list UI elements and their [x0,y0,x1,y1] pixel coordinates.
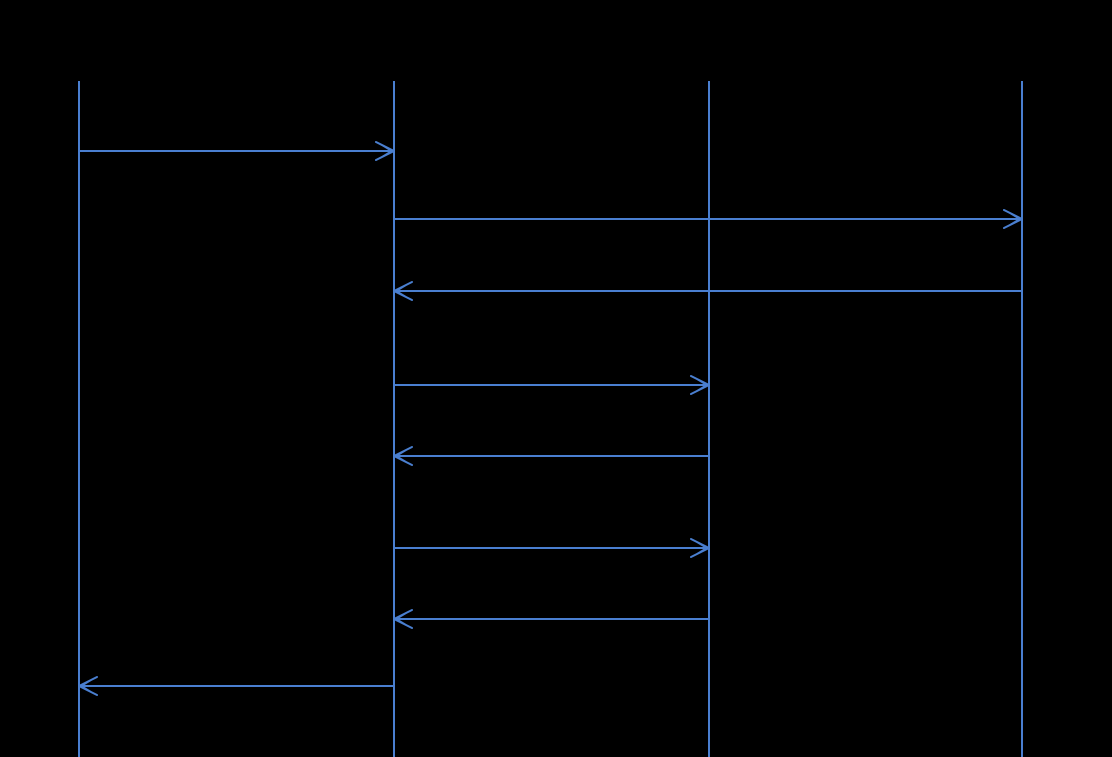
message-1 [79,141,395,161]
message-arrowhead-fill-2 [1009,213,1022,225]
messages-group [78,141,1023,696]
message-arrowhead-fill-6 [696,542,709,554]
message-2 [394,209,1023,229]
lifelines-group [78,81,1023,757]
message-4 [394,375,710,395]
message-arrowhead-fill-8 [79,680,92,692]
message-arrowhead-fill-3 [394,285,407,297]
message-arrowhead-fill-1 [381,145,394,157]
message-5 [393,446,709,466]
message-3 [393,281,1022,301]
message-arrowhead-fill-4 [696,379,709,391]
message-arrowhead-fill-7 [394,613,407,625]
message-arrowhead-fill-5 [394,450,407,462]
message-7 [393,609,709,629]
message-6 [394,538,710,558]
message-8 [78,676,394,696]
